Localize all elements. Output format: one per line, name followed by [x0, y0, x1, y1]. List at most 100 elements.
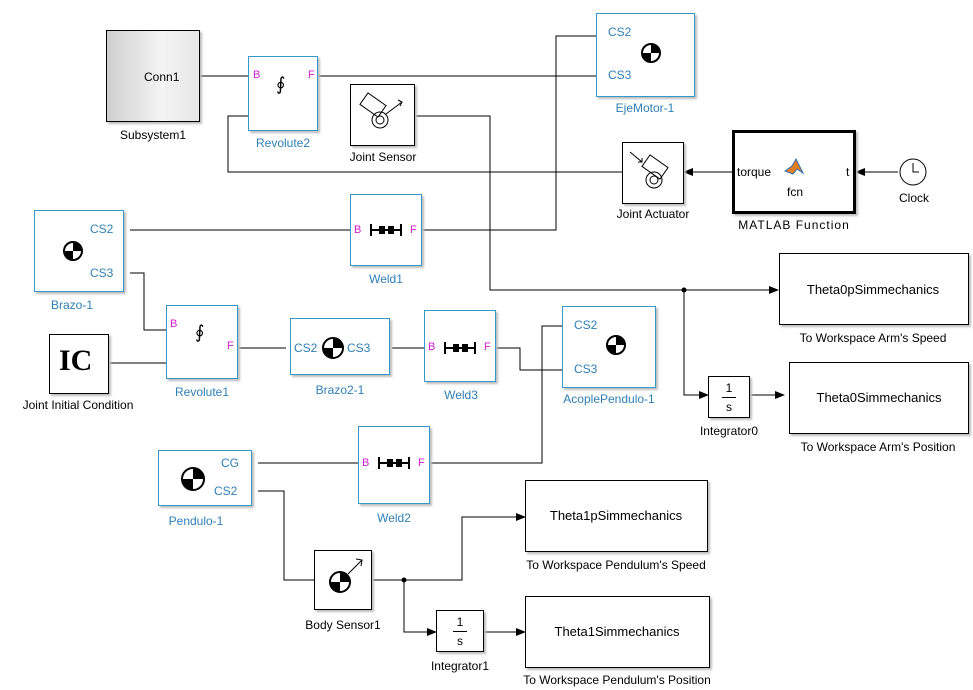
connection-line[interactable] [258, 490, 314, 581]
subsystem1-port-conn1: Conn1 [144, 70, 180, 84]
joint-sensor-block[interactable] [350, 84, 415, 146]
brazo2-port-cs2: CS2 [294, 341, 318, 355]
pendulo1-port-cg: CG [221, 456, 239, 470]
brazo1-port-cs2: CS2 [90, 222, 114, 236]
branch-point [401, 577, 407, 583]
signal-line[interactable] [683, 290, 709, 399]
clock-label: Clock [898, 191, 930, 205]
weld2-port-b: B [362, 457, 370, 469]
matlab-function-block[interactable] [732, 130, 856, 214]
revolute2-port-b: B [253, 69, 261, 81]
revolute2-port-f: F [308, 69, 315, 81]
pendulo1-port-cs2: CS2 [214, 484, 238, 498]
theta0p-body: Theta0pSimmechanics [806, 282, 940, 297]
theta0-block[interactable] [789, 362, 969, 434]
theta1-label: To Workspace Pendulum's Position [523, 673, 711, 687]
integrator0-label: Integrator0 [699, 424, 759, 438]
weld-icon [370, 224, 402, 236]
brazo2-label: Brazo2-1 [315, 383, 365, 397]
revolute2-block[interactable] [248, 56, 318, 131]
integrator1-transfer: 1 s [436, 615, 484, 648]
body-icon [606, 335, 626, 355]
connection-line[interactable] [227, 115, 622, 173]
signal-line[interactable] [403, 580, 437, 636]
joint-actuator-label: Joint Actuator [616, 207, 690, 221]
integrator0-num: 1 [725, 381, 733, 395]
connection-line[interactable] [492, 347, 562, 371]
weld3-port-f: F [484, 341, 491, 353]
ic-body: IC [59, 344, 93, 377]
ejemotor-label: EjeMotor-1 [615, 101, 675, 115]
matlab-function-label: MATLAB Function [738, 218, 850, 232]
ejemotor-port-cs3: CS3 [608, 68, 632, 82]
joint-actuator-block[interactable] [622, 142, 684, 204]
body-icon [181, 467, 205, 491]
connection-line[interactable] [418, 35, 596, 231]
weld3-port-b: B [428, 341, 436, 353]
ic-label: Joint Initial Condition [22, 398, 134, 412]
revolute1-port-b: B [170, 318, 178, 330]
theta1p-block[interactable] [525, 480, 708, 552]
weld3-block[interactable] [424, 310, 496, 382]
weld2-port-f: F [418, 457, 425, 469]
weld1-label: Weld1 [369, 272, 403, 286]
signal-line[interactable] [404, 513, 526, 581]
brazo1-block[interactable] [34, 210, 124, 292]
revolute-icon: ∮ [195, 322, 205, 342]
clock-icon[interactable] [898, 157, 928, 187]
weld1-port-b: B [354, 224, 362, 236]
ejemotor-port-cs2: CS2 [608, 25, 632, 39]
revolute-icon: ∮ [276, 74, 286, 94]
pendulo1-block[interactable] [158, 450, 252, 506]
theta1-block[interactable] [525, 596, 710, 668]
theta1p-label: To Workspace Pendulum's Speed [526, 558, 706, 572]
integrator0-den: s [726, 400, 732, 414]
theta0-label: To Workspace Arm's Position [800, 440, 956, 454]
integrator0-transfer: 1 s [708, 381, 750, 414]
brazo1-label: Brazo-1 [50, 298, 94, 312]
revolute1-block[interactable] [166, 305, 238, 379]
subsystem1-label: Subsystem1 [119, 128, 187, 142]
joint-actuator-icon [629, 151, 669, 189]
revolute2-label: Revolute2 [255, 136, 311, 150]
brazo1-port-cs3: CS3 [90, 266, 114, 280]
connection-line[interactable] [415, 115, 684, 291]
weld-icon [444, 342, 476, 354]
body-icon [63, 241, 83, 261]
body-sensor-icon [329, 558, 363, 593]
integrator1-label: Integrator1 [430, 659, 490, 673]
acople-port-cs3: CS3 [574, 362, 598, 376]
joint-sensor-label: Joint Sensor [349, 150, 417, 164]
theta1p-body: Theta1pSimmechanics [549, 508, 683, 523]
weld2-block[interactable] [358, 426, 430, 504]
matlab-port-torque: torque [737, 165, 772, 179]
matlab-port-t: t [846, 165, 850, 179]
joint-sensor-icon [359, 92, 403, 129]
integrator1-num: 1 [456, 615, 464, 629]
revolute1-port-f: F [227, 340, 234, 352]
weld2-label: Weld2 [377, 511, 411, 525]
ic-block[interactable] [49, 334, 109, 394]
weld1-port-f: F [410, 224, 417, 236]
subsystem1-block[interactable] [106, 30, 200, 122]
theta0p-block[interactable] [779, 253, 969, 325]
connection-line[interactable] [426, 325, 562, 464]
acople-label: AcoplePendulo-1 [563, 392, 655, 406]
body-sensor-label: Body Sensor1 [305, 618, 381, 632]
body-icon [641, 43, 661, 63]
pendulo1-label: Pendulo-1 [168, 514, 224, 528]
weld3-label: Weld3 [444, 388, 478, 402]
connection-line[interactable] [130, 272, 166, 331]
matlab-logo-icon [783, 157, 805, 175]
weld-icon [378, 457, 410, 469]
integrator1-den: s [457, 634, 463, 648]
brazo2-port-cs3: CS3 [347, 341, 371, 355]
theta1-body: Theta1Simmechanics [554, 624, 680, 639]
revolute1-label: Revolute1 [174, 385, 230, 399]
branch-point [681, 287, 687, 293]
matlab-function-body: fcn [786, 185, 804, 199]
theta0-body: Theta0Simmechanics [816, 390, 942, 405]
acople-port-cs2: CS2 [574, 318, 598, 332]
body-icon [322, 337, 344, 359]
